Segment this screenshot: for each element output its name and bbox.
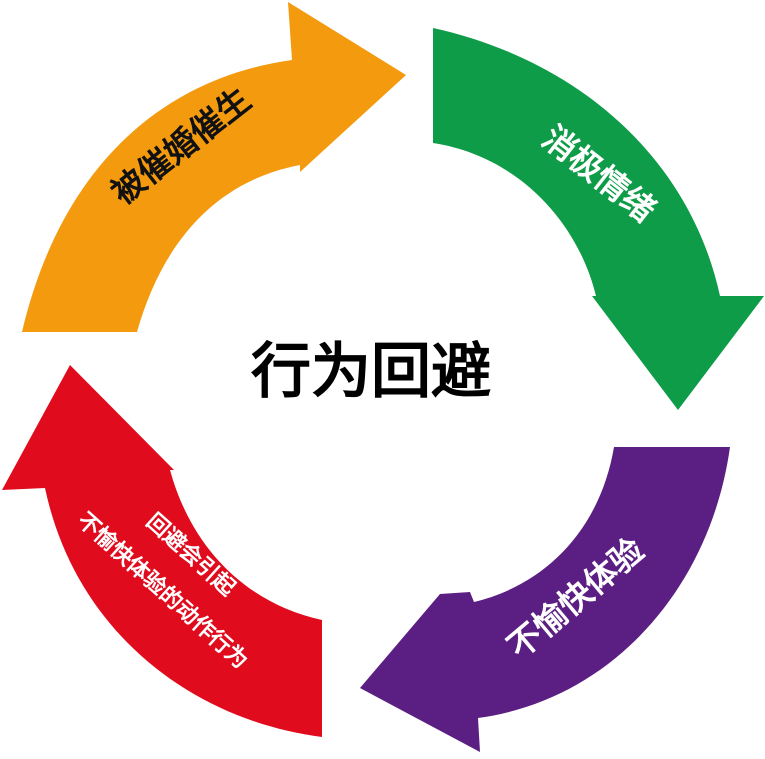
arrow-purple xyxy=(360,447,730,752)
center-title: 行为回避 xyxy=(251,337,491,407)
arrow-green xyxy=(433,28,764,410)
arrow-red xyxy=(2,365,322,737)
arrow-orange xyxy=(22,2,406,332)
